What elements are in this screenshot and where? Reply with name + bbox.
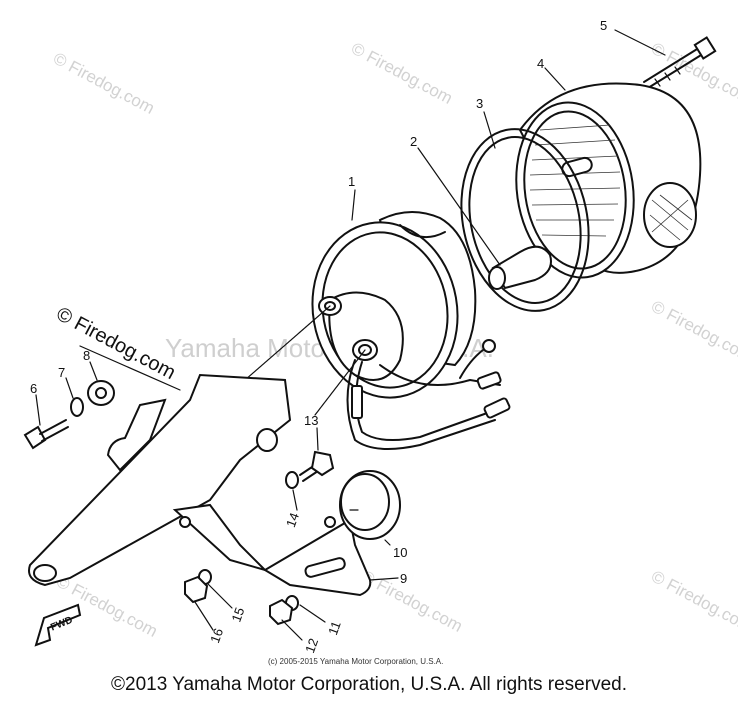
watermark: © Firedog.com bbox=[648, 297, 738, 366]
callout-8: 8 bbox=[83, 348, 90, 363]
callout-14: 14 bbox=[283, 511, 302, 530]
part-13-bolt bbox=[299, 450, 335, 482]
watermark: © Firedog.com bbox=[348, 39, 456, 108]
callout-12: 12 bbox=[302, 636, 321, 655]
copyright-footer: ©2013 Yamaha Motor Corporation, U.S.A. A… bbox=[111, 674, 627, 695]
part-14-washer bbox=[285, 471, 299, 489]
callout-10: 10 bbox=[393, 545, 407, 560]
callout-7: 7 bbox=[58, 365, 65, 380]
small-copyright: (c) 2005-2015 Yamaha Motor Corporation, … bbox=[268, 657, 443, 666]
part-16-nut bbox=[184, 575, 209, 604]
watermark-left: © Firedog.com bbox=[53, 303, 179, 384]
part-4-lens-housing bbox=[515, 82, 702, 279]
part-7-washer bbox=[70, 397, 84, 417]
callout-3: 3 bbox=[476, 96, 483, 111]
part-6-bolt bbox=[23, 419, 69, 450]
part-10-reflector bbox=[339, 470, 401, 540]
callout-5: 5 bbox=[600, 18, 607, 33]
part-bracket bbox=[28, 373, 372, 597]
alignment-lines bbox=[79, 305, 366, 416]
watermark: © Firedog.com bbox=[648, 567, 738, 636]
forward-arrow-icon: FWD bbox=[34, 603, 82, 647]
part-12-nut bbox=[269, 598, 294, 626]
callout-11: 11 bbox=[325, 619, 344, 637]
callout-9: 9 bbox=[400, 571, 407, 586]
wiring-harness bbox=[346, 339, 511, 450]
callout-6: 6 bbox=[30, 381, 37, 396]
watermark: © Firedog.com bbox=[53, 572, 161, 641]
watermark: © Firedog.com bbox=[50, 49, 158, 118]
callout-2: 2 bbox=[410, 134, 417, 149]
callout-1: 1 bbox=[348, 174, 355, 189]
part-3-gasket bbox=[460, 128, 590, 312]
callout-13: 13 bbox=[304, 413, 318, 428]
callout-4: 4 bbox=[537, 56, 544, 71]
callout-labels: 1 2 3 4 5 6 7 8 9 10 11 12 13 14 15 16 bbox=[30, 18, 607, 655]
part-8-grommet bbox=[87, 380, 115, 406]
part-2-bulb bbox=[488, 245, 552, 290]
callout-15: 15 bbox=[228, 605, 247, 624]
part-5-bolt bbox=[643, 36, 717, 89]
callout-16: 16 bbox=[207, 626, 226, 645]
leader-lines bbox=[35, 29, 666, 641]
part-1-light-base bbox=[311, 210, 477, 399]
watermark: © Firedog.com bbox=[358, 567, 466, 636]
